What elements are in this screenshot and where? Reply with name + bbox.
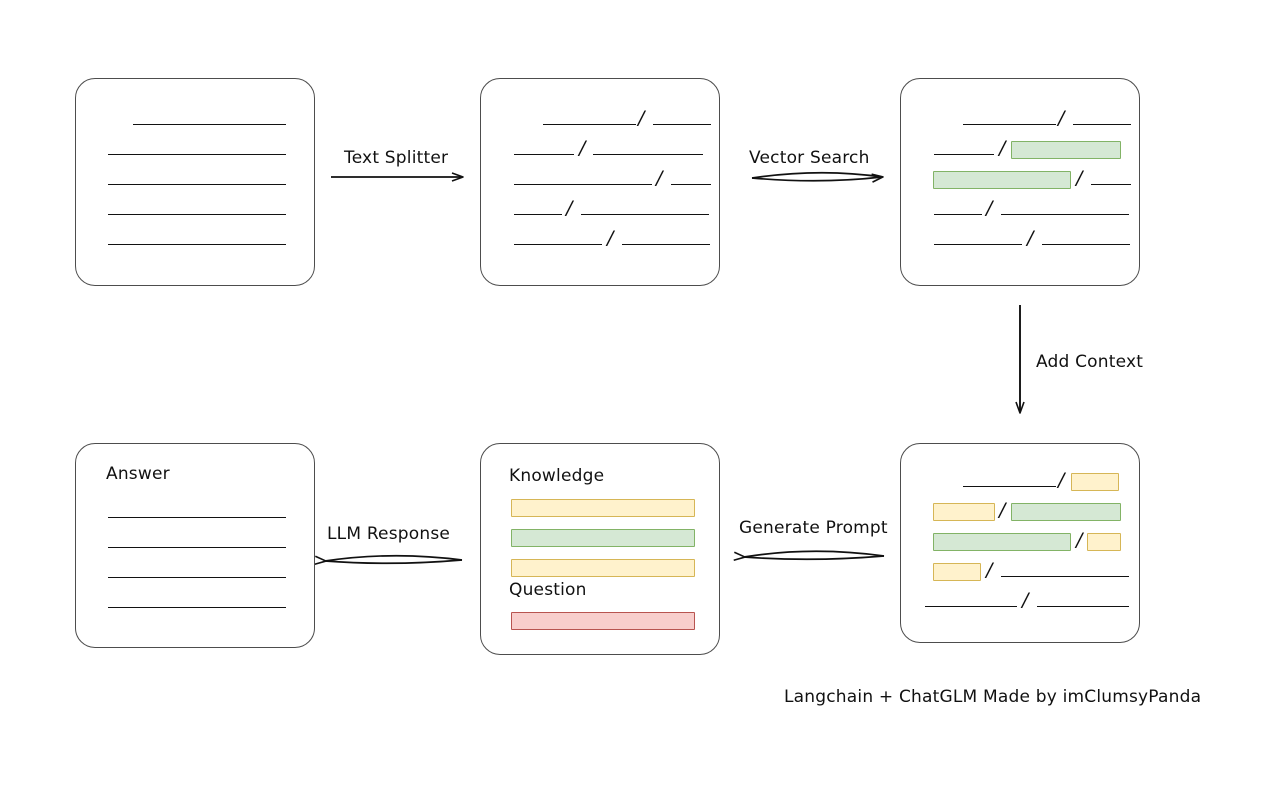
document-rule bbox=[1001, 576, 1129, 577]
answer-box[interactable]: Answer bbox=[75, 443, 315, 648]
edge-label-text-splitter: Text Splitter bbox=[344, 148, 449, 168]
split-slash: / bbox=[638, 107, 645, 129]
split-slash: / bbox=[607, 227, 614, 249]
answer-rule bbox=[108, 577, 286, 578]
context-chunk-green bbox=[1011, 503, 1121, 521]
document-rule bbox=[514, 154, 574, 155]
document-rule bbox=[108, 214, 286, 215]
document-rule bbox=[514, 214, 562, 215]
split-slash: / bbox=[1027, 227, 1034, 249]
context-chunk-yellow bbox=[933, 563, 981, 581]
knowledge-heading: Knowledge bbox=[509, 466, 605, 486]
edge-label-add-context: Add Context bbox=[1036, 352, 1144, 372]
context-chunk-yellow bbox=[933, 503, 995, 521]
document-rule bbox=[1001, 214, 1129, 215]
context-chunk-yellow bbox=[1071, 473, 1119, 491]
answer-rule bbox=[108, 517, 286, 518]
document-rule bbox=[963, 486, 1056, 487]
arrow-vector-search bbox=[751, 171, 884, 183]
split-slash: / bbox=[1058, 107, 1065, 129]
split-slash: / bbox=[1058, 469, 1065, 491]
document-rule bbox=[108, 154, 286, 155]
edge-label-llm-response: LLM Response bbox=[327, 524, 451, 544]
document-rule bbox=[963, 124, 1056, 125]
question-chunk-red bbox=[511, 612, 695, 630]
split-slash: / bbox=[579, 137, 586, 159]
document-rule bbox=[581, 214, 709, 215]
matched-chunk-green bbox=[933, 171, 1071, 189]
document-rule bbox=[133, 124, 286, 125]
split-slash: / bbox=[1076, 529, 1083, 551]
document-rule bbox=[514, 184, 652, 185]
document-rule bbox=[108, 184, 286, 185]
split-slash: / bbox=[656, 167, 663, 189]
footer-credit: Langchain + ChatGLM Made by imClumsyPand… bbox=[784, 687, 1202, 707]
answer-heading: Answer bbox=[106, 464, 170, 484]
document-rule bbox=[108, 244, 286, 245]
knowledge-chunk-yellow bbox=[511, 499, 695, 517]
document-rule bbox=[543, 124, 636, 125]
document-rule bbox=[1073, 124, 1131, 125]
context-chunk-yellow bbox=[1087, 533, 1121, 551]
document-rule bbox=[1091, 184, 1131, 185]
document-rule bbox=[1042, 244, 1130, 245]
document-rule bbox=[1037, 606, 1129, 607]
split-slash: / bbox=[986, 197, 993, 219]
source-document-box[interactable] bbox=[75, 78, 315, 286]
document-rule bbox=[514, 244, 602, 245]
split-slash: / bbox=[999, 499, 1006, 521]
prompt-box[interactable]: Knowledge Question bbox=[480, 443, 720, 655]
document-rule bbox=[593, 154, 703, 155]
document-rule bbox=[934, 154, 994, 155]
arrow-generate-prompt bbox=[733, 550, 885, 562]
split-slash: / bbox=[1022, 589, 1029, 611]
edge-label-vector-search: Vector Search bbox=[749, 148, 870, 168]
knowledge-chunk-yellow bbox=[511, 559, 695, 577]
edge-label-generate-prompt: Generate Prompt bbox=[739, 518, 888, 538]
document-rule bbox=[671, 184, 711, 185]
document-rule bbox=[653, 124, 711, 125]
matched-chunk-green bbox=[1011, 141, 1121, 159]
knowledge-chunk-green bbox=[511, 529, 695, 547]
document-rule bbox=[925, 606, 1017, 607]
question-heading: Question bbox=[509, 580, 587, 600]
context-chunk-green bbox=[933, 533, 1071, 551]
document-rule bbox=[934, 244, 1022, 245]
split-document-box[interactable]: / / / / / bbox=[480, 78, 720, 286]
arrow-llm-response bbox=[314, 554, 463, 566]
answer-rule bbox=[108, 547, 286, 548]
document-rule bbox=[934, 214, 982, 215]
split-slash: / bbox=[566, 197, 573, 219]
split-slash: / bbox=[986, 559, 993, 581]
document-rule bbox=[622, 244, 710, 245]
answer-rule bbox=[108, 607, 286, 608]
context-document-box[interactable]: / / / / / bbox=[900, 443, 1140, 643]
vector-matched-document-box[interactable]: / / / / / bbox=[900, 78, 1140, 286]
split-slash: / bbox=[1076, 167, 1083, 189]
split-slash: / bbox=[999, 137, 1006, 159]
